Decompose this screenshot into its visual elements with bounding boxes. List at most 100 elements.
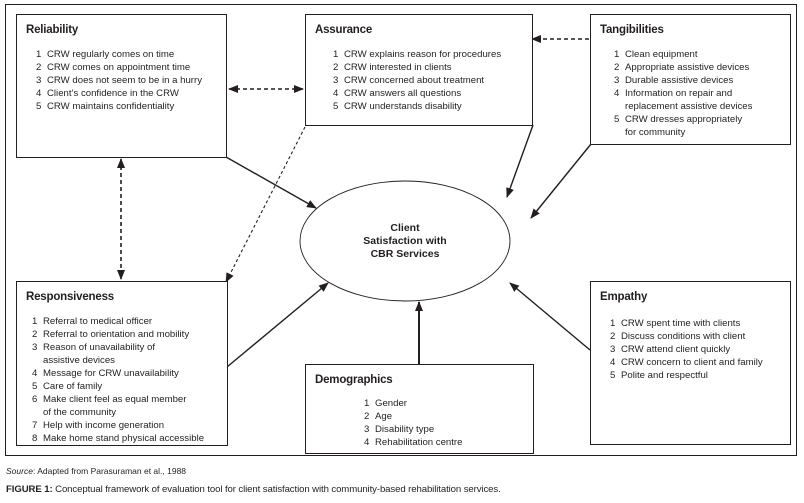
item-number: 1 bbox=[333, 49, 339, 60]
item-text: CRW dresses appropriately for community bbox=[625, 114, 743, 138]
item-number: 4 bbox=[364, 437, 370, 448]
responsiveness-list: 1 Referral to medical officer 2 Referral to… bbox=[32, 315, 204, 445]
list-item: 2 Age bbox=[364, 410, 462, 423]
center-ellipse bbox=[299, 180, 511, 302]
reliability-title: Reliability bbox=[26, 24, 79, 36]
list-item: 5 CRW dresses appropriately for community bbox=[614, 113, 752, 139]
item-text: Appropriate assistive devices bbox=[625, 62, 750, 73]
item-text: Age bbox=[375, 411, 393, 422]
item-text: Referral to orientation and mobility bbox=[43, 329, 190, 340]
item-number: 1 bbox=[32, 316, 38, 327]
item-text: Discuss conditions with client bbox=[621, 331, 746, 342]
item-text: CRW regularly comes on time bbox=[47, 49, 175, 60]
item-text: CRW maintains confidentiality bbox=[47, 101, 175, 112]
item-text: Make client feel as equal member of the … bbox=[43, 394, 187, 418]
item-text: CRW comes on appointment time bbox=[47, 62, 191, 73]
figure-caption: FIGURE 1: Conceptual framework of evalua… bbox=[6, 484, 501, 495]
list-item: 3 Durable assistive devices bbox=[614, 74, 752, 87]
item-number: 2 bbox=[364, 411, 370, 422]
item-text: Message for CRW unavailability bbox=[43, 368, 179, 379]
tangibilities-title: Tangibilities bbox=[600, 24, 664, 36]
item-number: 4 bbox=[333, 88, 339, 99]
item-number: 2 bbox=[610, 331, 616, 342]
responsiveness-title: Responsiveness bbox=[26, 291, 114, 303]
item-text: Client’s confidence in the CRW bbox=[47, 88, 179, 99]
list-item: 3 CRW concerned about treatment bbox=[333, 74, 501, 87]
item-number: 5 bbox=[32, 381, 38, 392]
list-item: 1 Gender bbox=[364, 397, 462, 410]
item-text: Help with income generation bbox=[43, 420, 165, 431]
empathy-box: Empathy 1 CRW spent time with clients 2 Dis… bbox=[590, 281, 791, 445]
item-text: CRW concern to client and family bbox=[621, 357, 763, 368]
item-number: 2 bbox=[32, 329, 38, 340]
item-text: CRW concerned about treatment bbox=[344, 75, 485, 86]
item-text: CRW does not seem to be in a hurry bbox=[47, 75, 202, 86]
empathy-title: Empathy bbox=[600, 291, 648, 303]
list-item: 3 CRW attend client quickly bbox=[610, 343, 763, 356]
assurance-title: Assurance bbox=[315, 24, 373, 36]
item-number: 2 bbox=[333, 62, 339, 73]
item-text: CRW answers all questions bbox=[344, 88, 462, 99]
empathy-list: 1 CRW spent time with clients 2 Discuss con… bbox=[610, 317, 763, 382]
list-item: 4 Client’s confidence in the CRW bbox=[36, 87, 202, 100]
item-number: 5 bbox=[614, 114, 620, 125]
item-text: Gender bbox=[375, 398, 407, 409]
item-number: 3 bbox=[610, 344, 616, 355]
item-text: Referral to medical officer bbox=[43, 316, 153, 327]
list-item: 4 CRW answers all questions bbox=[333, 87, 501, 100]
item-text: CRW attend client quickly bbox=[621, 344, 731, 355]
item-number: 1 bbox=[364, 398, 370, 409]
item-number: 3 bbox=[333, 75, 339, 86]
item-number: 5 bbox=[333, 101, 339, 112]
item-text: CRW interested in clients bbox=[344, 62, 452, 73]
source-label: Source bbox=[6, 466, 33, 476]
item-number: 8 bbox=[32, 433, 38, 444]
caption-label: FIGURE 1: bbox=[6, 484, 53, 495]
item-number: 1 bbox=[36, 49, 42, 60]
arrow-assurance-to-center bbox=[506, 124, 534, 198]
list-item: 2 CRW interested in clients bbox=[333, 61, 501, 74]
item-number: 3 bbox=[364, 424, 370, 435]
arrow-empathy-to-center bbox=[509, 282, 591, 351]
center-line: Satisfaction with bbox=[363, 235, 447, 247]
responsiveness-box: Responsiveness 1 Referral to medical offi… bbox=[16, 281, 228, 446]
item-text: Clean equipment bbox=[625, 49, 698, 60]
source-text: : Adapted from Parasuraman et al., 1988 bbox=[32, 466, 187, 476]
item-text: CRW spent time with clients bbox=[621, 318, 741, 329]
item-number: 6 bbox=[32, 394, 38, 405]
list-item: 5 CRW understands disability bbox=[333, 100, 501, 113]
caption-text: Conceptual framework of evaluation tool … bbox=[52, 484, 501, 495]
list-item: 1 CRW regularly comes on time bbox=[36, 48, 202, 61]
item-text: CRW understands disability bbox=[344, 101, 462, 112]
list-item: 5 Care of family bbox=[32, 380, 204, 393]
item-number: 4 bbox=[32, 368, 38, 379]
item-number: 2 bbox=[614, 62, 620, 73]
list-item: 4 Message for CRW unavailability bbox=[32, 367, 204, 380]
item-text: Durable assistive devices bbox=[625, 75, 734, 86]
list-item: 6 Make client feel as equal member of the… bbox=[32, 393, 204, 419]
item-text: Care of family bbox=[43, 381, 103, 392]
item-number: 3 bbox=[614, 75, 620, 86]
diagram-frame bbox=[5, 4, 797, 456]
list-item: 2 Appropriate assistive devices bbox=[614, 61, 752, 74]
center-line: CBR Services bbox=[370, 248, 440, 260]
item-text: Make home stand physical accessible bbox=[43, 433, 205, 444]
item-number: 1 bbox=[610, 318, 616, 329]
item-number: 4 bbox=[36, 88, 42, 99]
connector-layer bbox=[117, 35, 592, 368]
